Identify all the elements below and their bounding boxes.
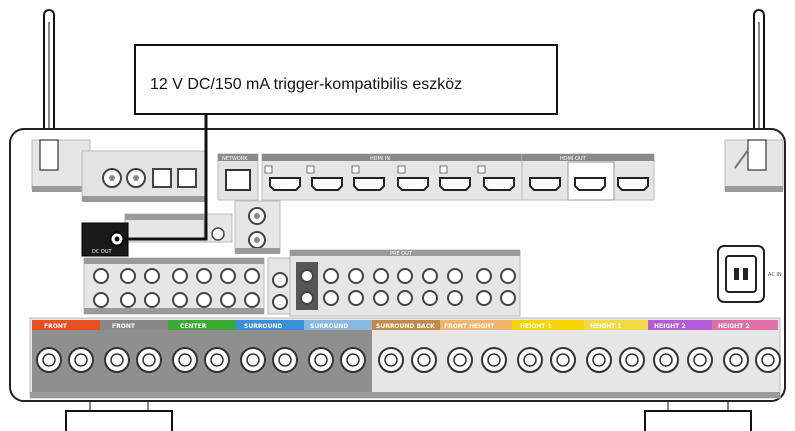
phono-section bbox=[235, 201, 280, 254]
analog-audio-inputs bbox=[84, 258, 264, 314]
speaker-label-front: FRONT bbox=[44, 323, 68, 330]
right-antenna-base bbox=[725, 140, 783, 192]
trigger-device-callout: 12 V DC/150 mA trigger-kompatibilis eszk… bbox=[134, 44, 558, 115]
pre-out-label: PRE OUT bbox=[390, 251, 413, 257]
speaker-label-front-2: FRONT bbox=[112, 323, 136, 330]
speaker-label-height2-2: HEIGHT 2 bbox=[718, 323, 750, 330]
speaker-label-height2: HEIGHT 2 bbox=[654, 323, 686, 330]
network-port: NETWORK bbox=[218, 154, 258, 200]
left-foot bbox=[66, 411, 172, 431]
hdmi-in-label: HDMI IN bbox=[370, 156, 390, 162]
speaker-label-height1: HEIGHT 1 bbox=[520, 323, 552, 330]
dc-out-label: DC OUT bbox=[92, 249, 113, 255]
digital-audio-section bbox=[82, 151, 207, 202]
speaker-label-surround: SURROUND bbox=[244, 323, 282, 330]
speaker-label-surround-back: SURROUND BACK bbox=[376, 323, 435, 330]
speaker-label-height1-2: HEIGHT 1 bbox=[590, 323, 622, 330]
speaker-terminals: FRONT FRONT CENTER SURROUND SURROUND SUR… bbox=[30, 318, 780, 398]
dc-out-trigger-jack: DC OUT bbox=[82, 223, 128, 256]
pre-out-section: PRE OUT bbox=[290, 250, 520, 316]
right-foot bbox=[645, 411, 751, 431]
hdmi-out-label: HDMI OUT bbox=[560, 156, 587, 162]
hdmi-out-section: HDMI OUT bbox=[522, 154, 654, 200]
network-label: NETWORK bbox=[222, 156, 248, 162]
left-antenna-base bbox=[32, 140, 90, 192]
callout-text: 12 V DC/150 mA trigger-kompatibilis eszk… bbox=[150, 76, 462, 94]
ac-in-label: AC IN bbox=[768, 272, 782, 278]
speaker-label-surround-2: SURROUND bbox=[310, 323, 348, 330]
hdmi-in-section: HDMI IN bbox=[262, 154, 522, 200]
speaker-label-center: CENTER bbox=[180, 323, 207, 330]
speaker-label-front-height: FRONT HEIGHT bbox=[444, 323, 495, 330]
